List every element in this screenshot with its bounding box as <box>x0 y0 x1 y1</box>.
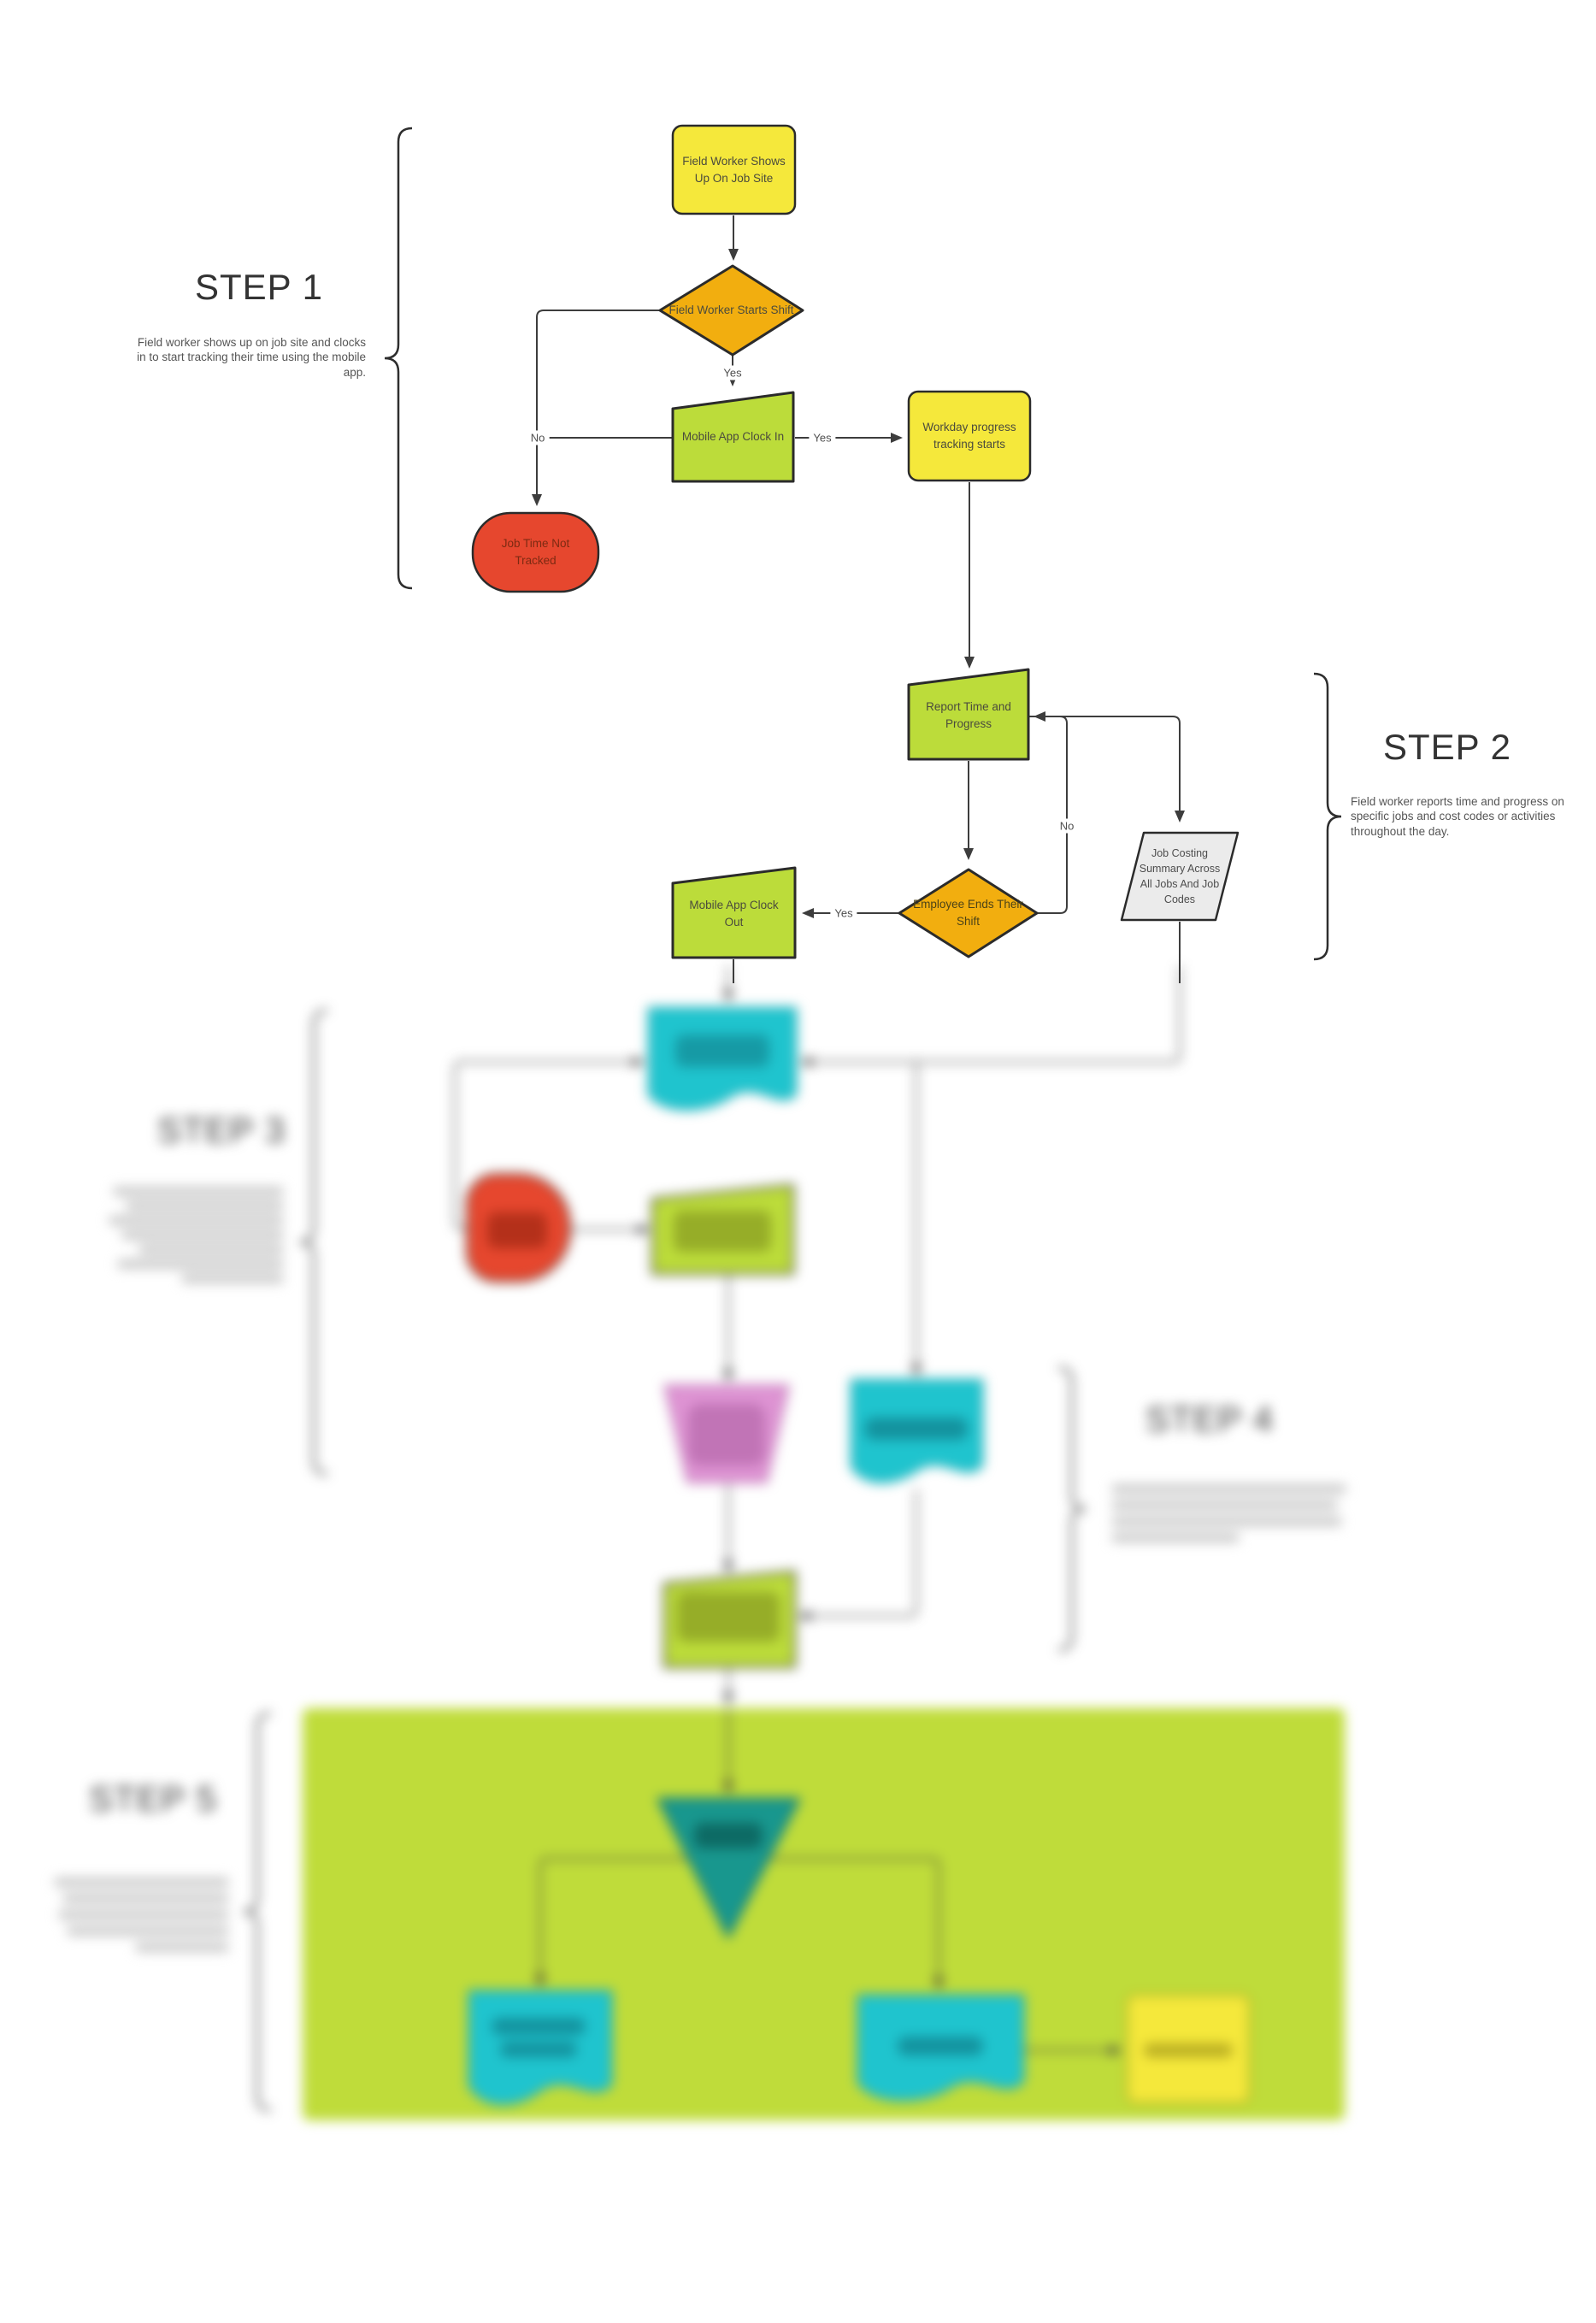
step5-brace <box>243 1712 272 2112</box>
teal4-text-blob <box>898 2037 983 2055</box>
step1-brace <box>384 127 413 590</box>
node-employee-ends-shift <box>898 868 1039 958</box>
node-document-teal-1 <box>647 1006 798 1111</box>
edge-label-starts-shift-yes: Yes <box>719 365 746 380</box>
teal1-text-blob <box>675 1035 769 1067</box>
node-label-workday-progress: Workday progress tracking starts <box>922 421 1016 451</box>
node-label-employee-ends-shift: Employee Ends Their Shift <box>913 898 1023 928</box>
step3-title: STEP 3 <box>157 1110 286 1150</box>
node-label-report-time-progress: Report Time and Progress <box>926 700 1011 730</box>
node-job-costing-summary <box>1120 831 1240 922</box>
teal3-text-blob-2 <box>500 2042 577 2057</box>
edge-label-ends-shift-yes: Yes <box>830 905 857 921</box>
node-job-time-not-tracked <box>471 511 600 593</box>
blurred-section: STEP 3 STEP 4 STEP 5 <box>0 964 1596 2323</box>
pink-text-blob <box>688 1404 765 1465</box>
step5-title: STEP 5 <box>89 1778 217 1819</box>
teal3-text-blob-1 <box>492 2018 586 2035</box>
node-label-mobile-app-clock-out: Mobile App Clock Out <box>689 899 779 929</box>
node-mobile-app-clock-in <box>671 391 795 483</box>
node-report-time-progress <box>907 668 1030 761</box>
step4-title: STEP 4 <box>1145 1399 1274 1439</box>
flowchart-blurred-layer <box>243 966 1345 2120</box>
node-label-job-time-not-tracked: Job Time Not Tracked <box>501 537 570 567</box>
teal2-text-blob <box>865 1418 968 1440</box>
step2-description: Field worker reports time and progress o… <box>1351 795 1564 838</box>
step2-brace <box>1313 672 1342 961</box>
node-workday-progress <box>907 390 1032 482</box>
node-label-mobile-app-clock-in: Mobile App Clock In <box>681 430 785 444</box>
node-merge-triangle <box>657 1797 801 1939</box>
yellow-output-text-blob <box>1144 2043 1233 2057</box>
node-label-field-worker-starts-shift: Field Worker Starts Shift <box>668 304 794 317</box>
node-label-job-costing-summary: Job Costing Summary Across All Jobs And … <box>1139 846 1221 906</box>
step4-brace <box>1057 1366 1087 1652</box>
node-pink-trapezoid <box>663 1383 791 1484</box>
green1-text-blob <box>674 1211 771 1252</box>
connectors-sharp <box>532 215 1185 983</box>
node-label-field-worker-shows-up: Field Worker Shows Up On Job Site <box>682 154 786 185</box>
node-green-process-1 <box>651 1183 795 1276</box>
step2-title: STEP 2 <box>1383 727 1511 767</box>
step1-description: Field worker shows up on job site and cl… <box>137 336 366 379</box>
connectors-blurred <box>454 966 1181 2055</box>
edge-label-starts-shift-no: No <box>526 430 550 445</box>
green2-text-blob <box>677 1592 780 1642</box>
red-text-blob <box>487 1212 547 1248</box>
node-field-worker-starts-shift <box>658 264 804 357</box>
node-green-process-2 <box>663 1570 797 1669</box>
step1-title: STEP 1 <box>195 267 323 307</box>
node-field-worker-shows-up <box>671 124 797 215</box>
step3-brace <box>299 1009 328 1476</box>
node-mobile-app-clock-out <box>671 866 797 959</box>
node-red-loop-shape <box>466 1173 571 1282</box>
triangle-text-blob <box>694 1823 763 1848</box>
edge-label-clock-in-yes: Yes <box>809 430 836 445</box>
edge-label-ends-shift-no: No <box>1055 818 1079 834</box>
